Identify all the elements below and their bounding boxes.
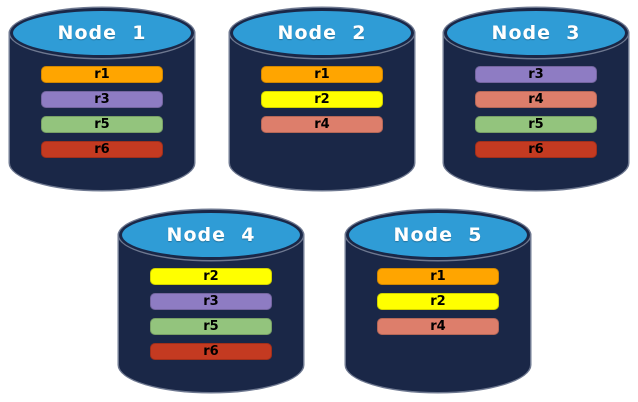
replica-list: r3 r4 r5 r6 (444, 66, 628, 158)
replica-bar-r2: r2 (150, 268, 272, 285)
cylinder-body (346, 235, 530, 392)
replica-bar-r4: r4 (377, 318, 499, 335)
node-title: Node 3 (491, 22, 581, 44)
replica-bar-r6: r6 (41, 141, 163, 158)
node-cylinder-2: Node 2 r1 r2 r4 (230, 8, 414, 192)
replica-bar-r5: r5 (150, 318, 272, 335)
replica-bar-r1: r1 (261, 66, 383, 83)
node-title: Node 5 (393, 224, 483, 246)
node-title: Node 2 (277, 22, 367, 44)
replica-bar-r2: r2 (377, 293, 499, 310)
node-title: Node 4 (166, 224, 256, 246)
cylinder-top-ellipse: Node 3 (444, 8, 628, 58)
cylinder-top-ellipse: Node 2 (230, 8, 414, 58)
cylinder-top-ellipse: Node 5 (346, 210, 530, 260)
replica-bar-r6: r6 (150, 343, 272, 360)
cylinder-body (230, 33, 414, 190)
node-cylinder-4: Node 4 r2 r3 r5 r6 (119, 210, 303, 394)
replica-list: r1 r3 r5 r6 (10, 66, 194, 158)
node-cylinder-1: Node 1 r1 r3 r5 r6 (10, 8, 194, 192)
replica-bar-r1: r1 (377, 268, 499, 285)
replica-list: r2 r3 r5 r6 (119, 268, 303, 360)
replica-bar-r4: r4 (475, 91, 597, 108)
replica-bar-r1: r1 (41, 66, 163, 83)
replica-bar-r3: r3 (41, 91, 163, 108)
replica-bar-r5: r5 (41, 116, 163, 133)
replica-list: r1 r2 r4 (230, 66, 414, 133)
cylinder-top-ellipse: Node 4 (119, 210, 303, 260)
replica-bar-r3: r3 (150, 293, 272, 310)
node-cylinder-3: Node 3 r3 r4 r5 r6 (444, 8, 628, 192)
replica-bar-r2: r2 (261, 91, 383, 108)
replica-bar-r3: r3 (475, 66, 597, 83)
cylinder-body (119, 235, 303, 392)
replica-bar-r4: r4 (261, 116, 383, 133)
node-cylinder-5: Node 5 r1 r2 r4 (346, 210, 530, 394)
cylinder-body (444, 33, 628, 190)
replica-bar-r6: r6 (475, 141, 597, 158)
cylinder-top-ellipse: Node 1 (10, 8, 194, 58)
replica-bar-r5: r5 (475, 116, 597, 133)
node-title: Node 1 (57, 22, 147, 44)
replica-list: r1 r2 r4 (346, 268, 530, 335)
cylinder-body (10, 33, 194, 190)
